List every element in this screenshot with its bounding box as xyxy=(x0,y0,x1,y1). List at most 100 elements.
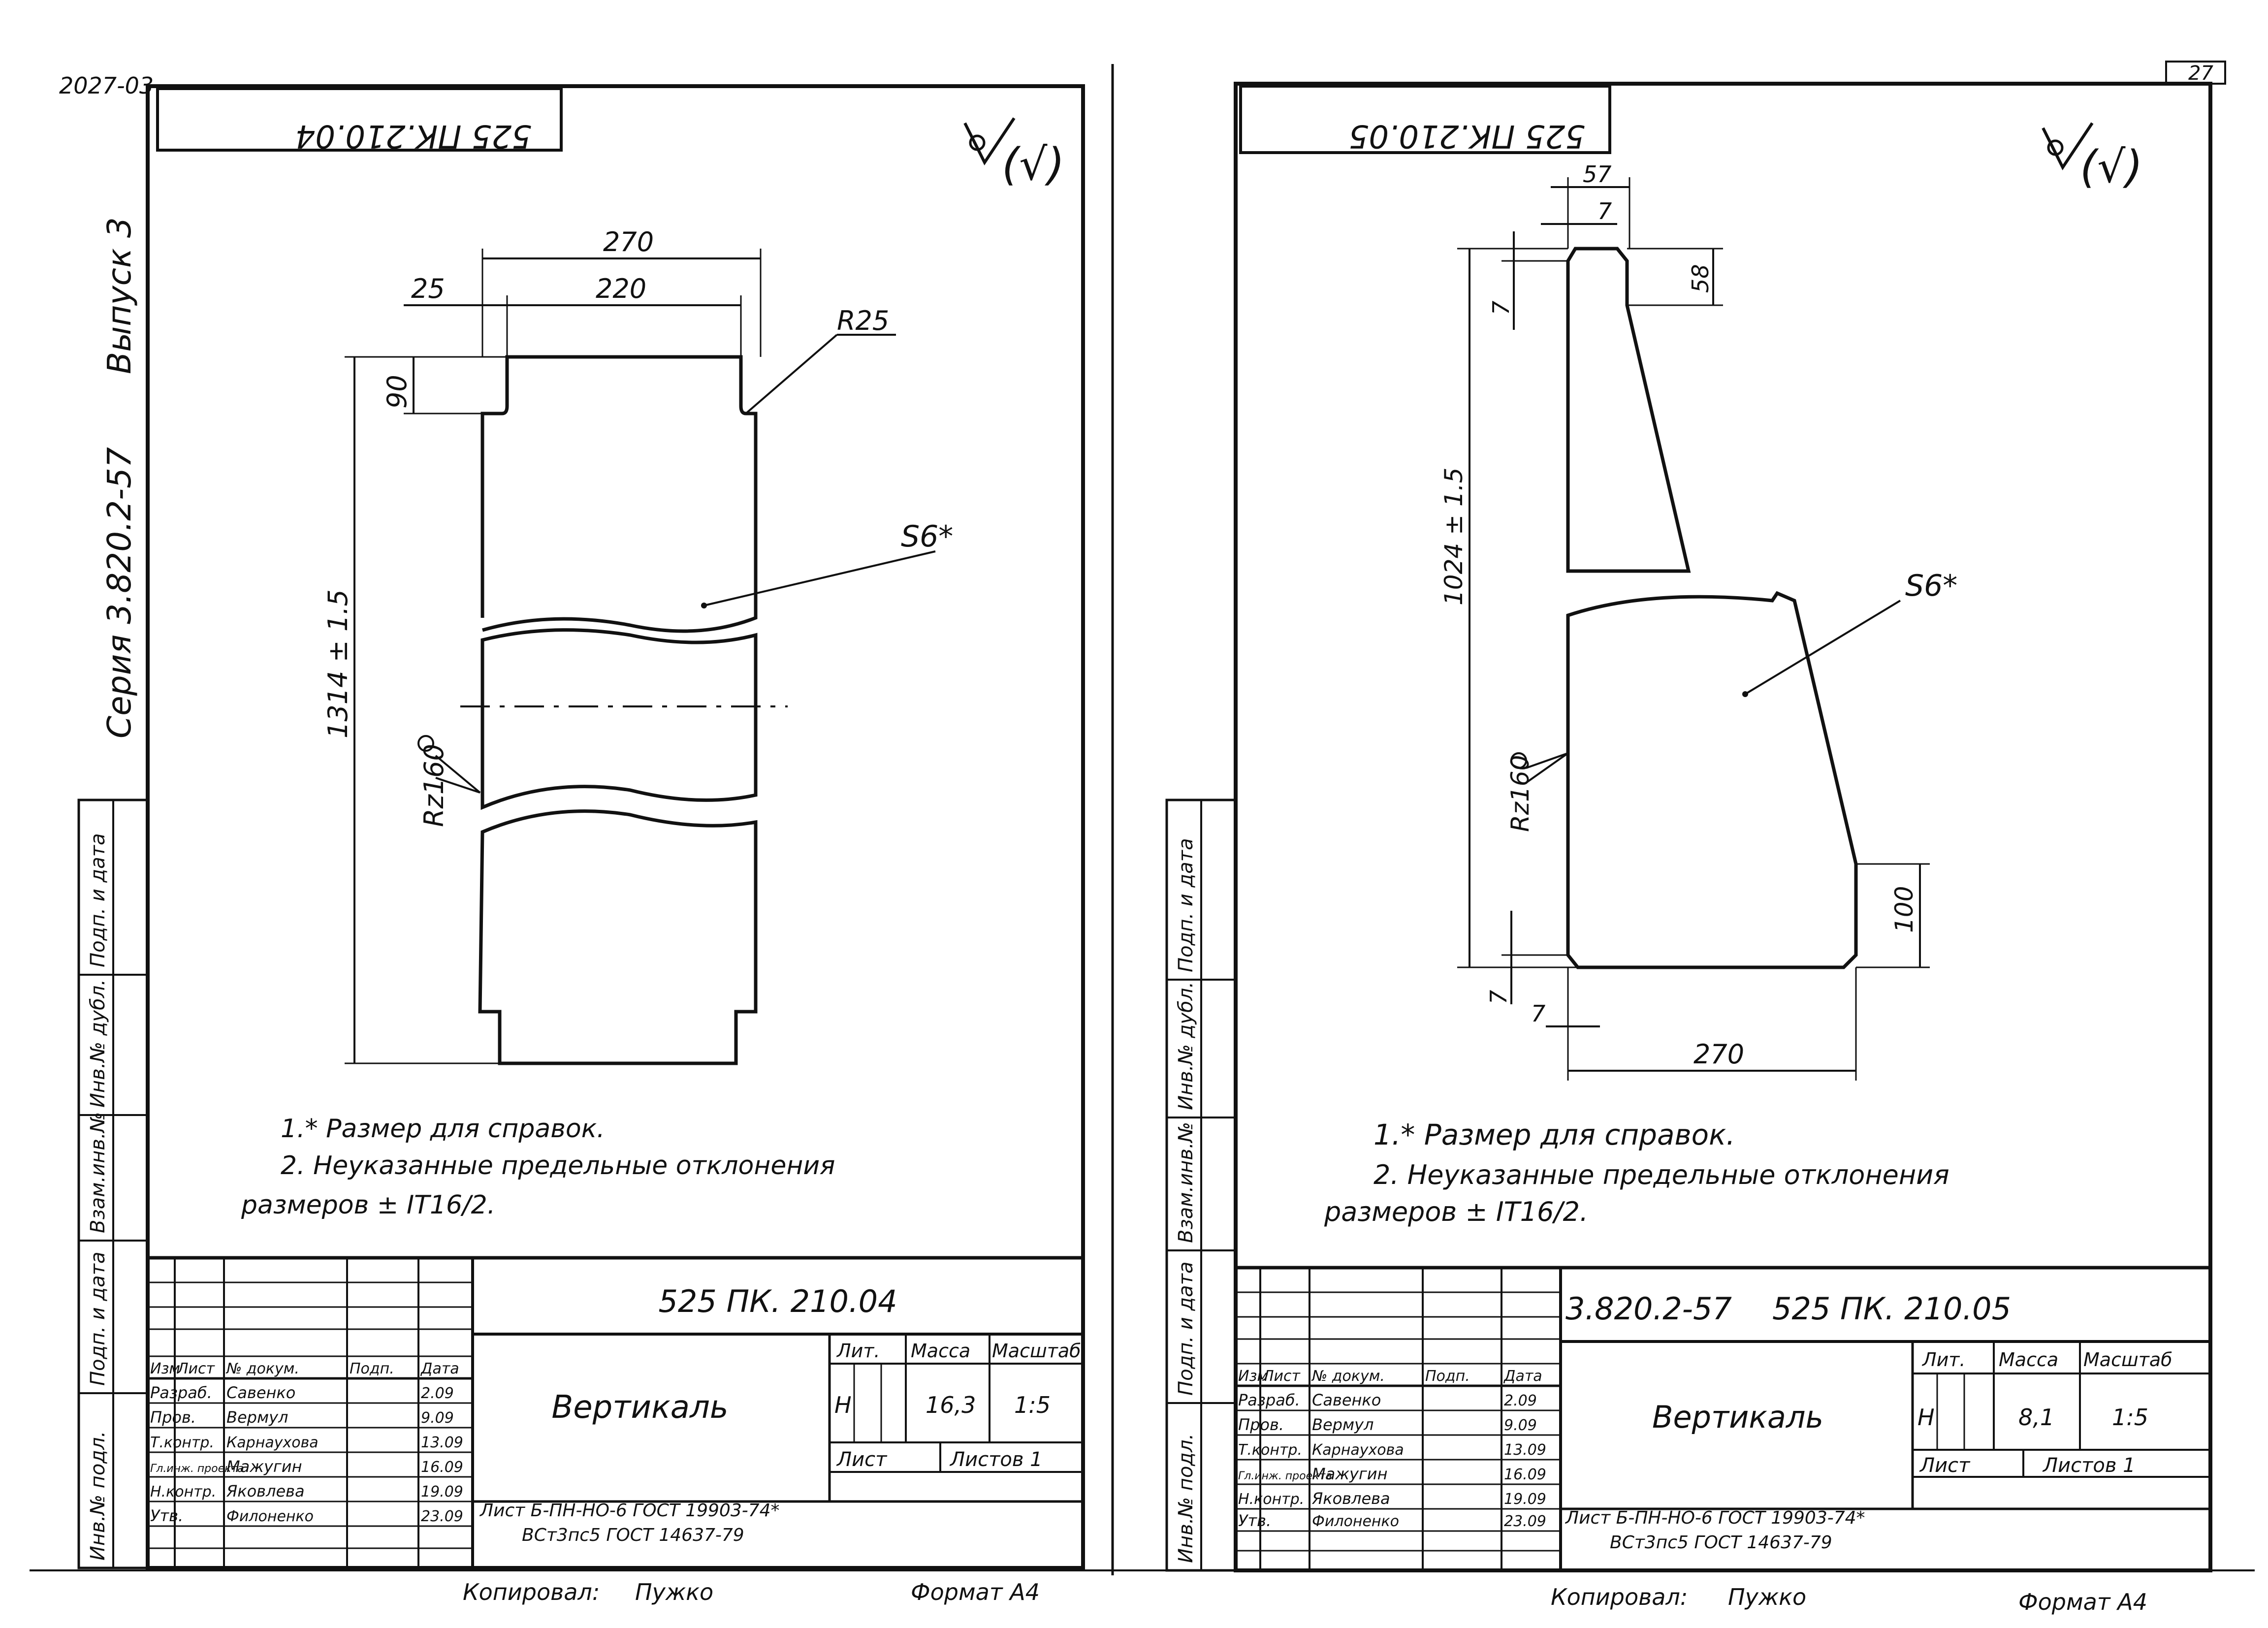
signer-name: Савенко xyxy=(226,1383,295,1402)
note-3: размеров ± IT16/2. xyxy=(1324,1196,1588,1227)
signer-name: Вермул xyxy=(226,1408,288,1427)
dimensions-right: 57 7 58 7 1024 ± 1.5 S6* Rz160 100 xyxy=(1439,161,1957,1081)
signer-date: 19.09 xyxy=(1504,1491,1546,1508)
dim-offset: 25 xyxy=(411,273,445,304)
side-strip-right: Подп. и дата Инв.№ дубл. Взам.инв.№ Подп… xyxy=(1167,838,1236,1563)
side-label: Подп. и дата xyxy=(87,833,109,967)
roughness-symbol: (√) xyxy=(2042,122,2143,193)
side-label: Инв.№ подл. xyxy=(1175,1434,1197,1563)
series-code: 3.820.2-57 xyxy=(1565,1291,1732,1327)
top-code: 525 ПК.210.04 xyxy=(295,118,532,154)
dim-bottom-height: 100 xyxy=(1890,886,1918,933)
issue-label: Выпуск 3 xyxy=(100,217,138,374)
sheets-label: Листов 1 xyxy=(2042,1454,2136,1477)
signer-role: Утв. xyxy=(1238,1511,1271,1530)
signer-role: Пров. xyxy=(1238,1415,1284,1434)
notes-left: 1.* Размер для справок. 2. Неуказанные п… xyxy=(241,1114,835,1220)
side-label: Подп. и дата xyxy=(87,1252,109,1386)
col-header: Дата xyxy=(420,1360,459,1377)
doc-code: 525 ПК. 210.04 xyxy=(658,1283,897,1319)
signer-name: Мажугин xyxy=(1312,1465,1388,1483)
sheet-label: Лист xyxy=(836,1448,888,1471)
signer-role: Утв. xyxy=(150,1506,183,1525)
scale-header: Масштаб xyxy=(992,1340,1081,1362)
dim-height: 1024 ± 1.5 xyxy=(1439,468,1468,606)
svg-text:(√): (√) xyxy=(2080,141,2143,193)
signer-role: Н.контр. xyxy=(1238,1491,1304,1508)
dim-top-height: 58 xyxy=(1687,264,1714,293)
format-label: Формат А4 xyxy=(2018,1589,2147,1615)
copied-by-label: Копировал: xyxy=(463,1579,600,1605)
signer-name: Филоненко xyxy=(226,1508,314,1525)
copied-by-label: Копировал: xyxy=(1551,1584,1688,1610)
note-2: 2. Неуказанные предельные отклонения xyxy=(1374,1159,1949,1190)
signer-date: 2.09 xyxy=(421,1385,454,1402)
signer-name: Яковлева xyxy=(226,1482,305,1500)
signer-role: Н.контр. xyxy=(150,1483,216,1500)
signer-role: Т.контр. xyxy=(150,1434,214,1451)
title-block-right: 3.820.2-57 525 ПК. 210.05 Вертикаль Лит.… xyxy=(1234,1266,2212,1572)
dim-chamfer-left-bottom: 7 xyxy=(1485,990,1512,1004)
material-line-1: Лист Б-ПН-НО-6 ГОСТ 19903-74* xyxy=(479,1500,780,1521)
signer-name: Карнаухова xyxy=(226,1434,319,1451)
lit-value: Н xyxy=(834,1392,852,1418)
part-name: Вертикаль xyxy=(551,1389,728,1426)
surface-finish: Rz160 xyxy=(418,744,449,827)
dim-chamfer-top: 7 xyxy=(1597,198,1612,224)
signer-date: 9.09 xyxy=(1504,1417,1537,1434)
signer-name: Вермул xyxy=(1312,1415,1374,1434)
dim-height: 1314 ± 1.5 xyxy=(322,589,353,738)
signer-date: 13.09 xyxy=(421,1434,463,1451)
part-name: Вертикаль xyxy=(1652,1399,1823,1435)
sheets-label: Листов 1 xyxy=(949,1448,1043,1471)
series-label: Серия 3.820.2-57 xyxy=(100,447,138,738)
surface-finish: Rz160 xyxy=(1506,755,1534,832)
doc-code: 525 ПК. 210.05 xyxy=(1772,1291,2011,1327)
signer-date: 13.09 xyxy=(1504,1441,1546,1459)
signer-date: 9.09 xyxy=(421,1409,454,1427)
signer-date: 19.09 xyxy=(421,1483,463,1500)
lit-header: Лит. xyxy=(1921,1349,1966,1371)
signer-date: 2.09 xyxy=(1504,1392,1537,1409)
dim-top-width: 57 xyxy=(1583,161,1612,188)
sheet-label: Лист xyxy=(1919,1454,1971,1477)
notes-right: 1.* Размер для справок. 2. Неуказанные п… xyxy=(1324,1118,1949,1227)
lit-value: Н xyxy=(1917,1404,1935,1431)
dim-thickness: S6* xyxy=(901,519,953,554)
title-block-left: 525 ПК. 210.04 Вертикаль Лит. Масса Масш… xyxy=(146,1256,1085,1570)
note-3: размеров ± IT16/2. xyxy=(241,1190,495,1220)
col-header: Изм xyxy=(150,1360,180,1377)
page-number: 27 xyxy=(2188,62,2213,85)
side-strip-left: Подп. и дата Инв.№ дубл. Взам.инв.№ Подп… xyxy=(79,833,148,1561)
dim-notch-height: 90 xyxy=(382,375,413,409)
sheet-right: Подп. и дата Инв.№ дубл. Взам.инв.№ Подп… xyxy=(1165,82,2212,1615)
col-header: Подп. xyxy=(350,1360,394,1377)
dim-bottom-width: 270 xyxy=(1693,1039,1744,1070)
scale-value: 1:5 xyxy=(2112,1404,2148,1431)
dim-thickness: S6* xyxy=(1905,569,1957,603)
roughness-symbol: (√) xyxy=(963,117,1065,191)
side-label: Взам.инв.№ xyxy=(87,1112,109,1233)
mass-value: 16,3 xyxy=(926,1392,976,1418)
side-label: Подп. и дата xyxy=(1175,838,1197,972)
side-label: Инв.№ дубл. xyxy=(1175,982,1197,1110)
format-label: Формат А4 xyxy=(911,1579,1040,1605)
side-label: Подп. и дата xyxy=(1175,1262,1197,1396)
note-1: 1.* Размер для справок. xyxy=(281,1114,605,1144)
dim-radius: R25 xyxy=(837,305,889,336)
dimensions-left: 270 220 25 90 R25 1314 ± 1.5 S6* Rz160 xyxy=(322,226,953,1064)
archive-stamp: 2027-03 xyxy=(59,72,154,99)
part-outline-right xyxy=(1566,247,1858,969)
part-outline xyxy=(460,355,788,1065)
scale-value: 1:5 xyxy=(1014,1392,1051,1418)
note-1: 1.* Размер для справок. xyxy=(1374,1118,1735,1151)
dim-inner-width: 220 xyxy=(596,273,646,304)
signer-date: 23.09 xyxy=(1504,1513,1546,1530)
col-header: Подп. xyxy=(1425,1368,1470,1385)
signer-name: Яковлева xyxy=(1311,1489,1390,1508)
col-header: № докум. xyxy=(225,1360,299,1377)
material-line-1: Лист Б-ПН-НО-6 ГОСТ 19903-74* xyxy=(1565,1508,1865,1528)
lit-header: Лит. xyxy=(836,1340,880,1362)
col-header: Дата xyxy=(1503,1368,1542,1385)
